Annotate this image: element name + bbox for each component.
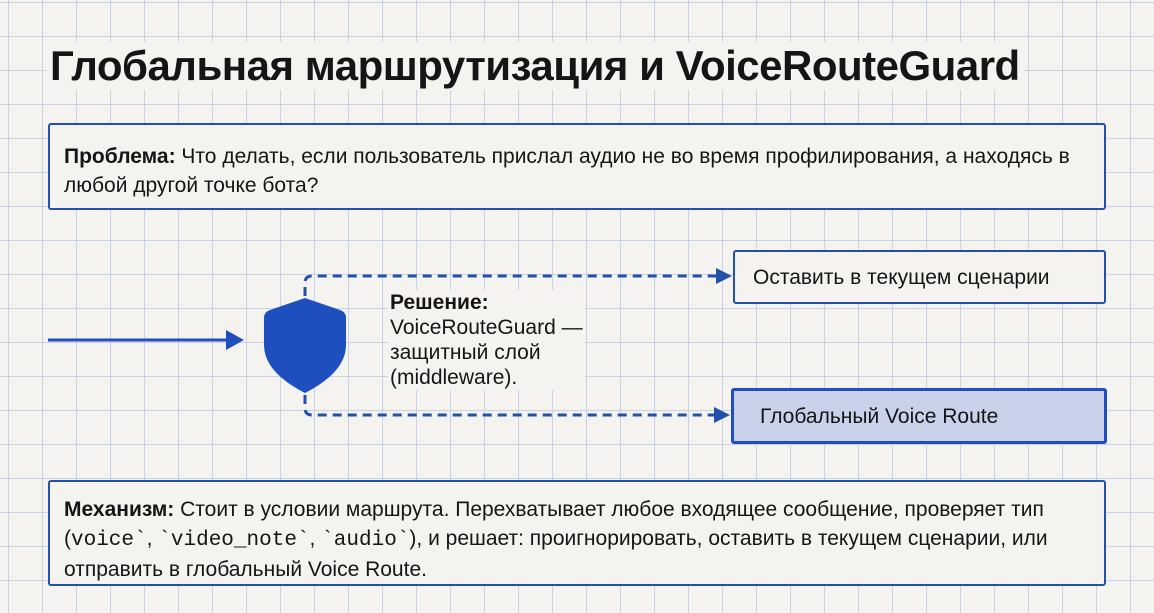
dashed-arrow-stay [303, 274, 722, 296]
problem-text: Что делать, если пользователь прислал ау… [64, 145, 1070, 197]
input-arrow-head [226, 330, 244, 350]
arrow-head-stay [716, 268, 732, 284]
problem-label: Проблема: [64, 145, 176, 168]
arrow-head-global [714, 407, 730, 423]
dashed-arrow-global [303, 395, 720, 417]
problem-box: Проблема: Что делать, если пользователь … [48, 123, 1106, 210]
solution-line: (middleware). [390, 366, 518, 389]
mechanism-text: , [309, 527, 322, 550]
mechanism-label: Механизм: [64, 498, 175, 521]
mechanism-text: Стоит в условии маршрута. Перехватывает … [64, 498, 1044, 550]
mechanism-text: , [146, 527, 159, 550]
solution-line: VoiceRouteGuard — [390, 316, 583, 339]
mechanism-text: ), и решает: проигнорировать, оставить в… [64, 527, 1048, 581]
mechanism-box: Механизм: Стоит в условии маршрута. Пере… [48, 480, 1106, 586]
target-stay-box: Оставить в текущем сценарии [733, 250, 1106, 304]
shield-icon [264, 298, 346, 393]
page-title: Глобальная маршрутизация и VoiceRouteGua… [46, 42, 1024, 90]
solution-text: Решение: VoiceRouteGuard — защитный слой… [388, 290, 585, 390]
code-video-note: `video_note` [158, 529, 310, 552]
solution-line: защитный слой [390, 341, 541, 364]
target-global-label: Глобальный Voice Route [760, 405, 999, 428]
code-audio: `audio` [321, 529, 410, 552]
code-voice: voice` [71, 529, 147, 552]
target-stay-label: Оставить в текущем сценарии [753, 266, 1050, 289]
solution-label: Решение: [390, 291, 489, 314]
target-global-box: Глобальный Voice Route [731, 388, 1107, 444]
